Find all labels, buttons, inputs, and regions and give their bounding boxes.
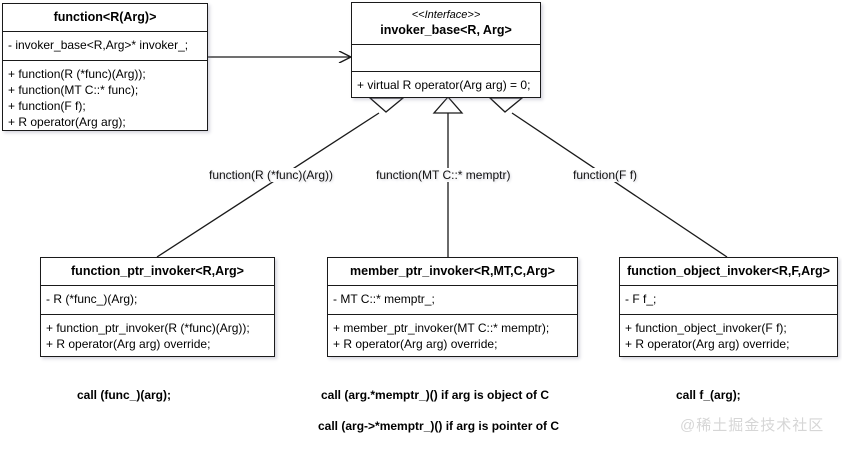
operation-row: + function(F f); xyxy=(8,98,86,113)
class-attributes-function-ptr-invoker: - R (*func_)(Arg); xyxy=(41,286,274,313)
divider xyxy=(328,313,577,315)
operation-row: + function(R (*func)(Arg)); xyxy=(8,66,146,81)
class-box-function-ptr-invoker[interactable]: function_ptr_invoker<R,Arg> - R (*func_)… xyxy=(40,257,275,357)
call-note-function-object: call f_(arg); xyxy=(676,388,741,402)
class-operations-function: + function(R (*func)(Arg)); + function(M… xyxy=(3,61,207,137)
edge-label-member-ptr: function(MT C::* memptr) xyxy=(374,168,513,182)
class-operations-member-ptr-invoker: + member_ptr_invoker(MT C::* memptr); + … xyxy=(328,315,577,358)
class-title-member-ptr-invoker: member_ptr_invoker<R,MT,C,Arg> xyxy=(350,264,555,278)
class-box-invoker-base[interactable]: <<Interface>> invoker_base<R, Arg> + vir… xyxy=(351,2,541,98)
class-box-function[interactable]: function<R(Arg)> - invoker_base<R,Arg>* … xyxy=(2,3,208,131)
divider xyxy=(620,285,837,287)
edge-label-function-ptr: function(R (*func)(Arg)) xyxy=(207,168,336,182)
generalization-triangle-member-ptr xyxy=(432,96,464,114)
operation-row: + R operator(Arg arg) override; xyxy=(333,336,498,351)
operation-row: + virtual R operator(Arg arg) = 0; xyxy=(357,78,531,93)
attribute-row: - MT C::* memptr_; xyxy=(333,292,435,307)
stereotype-label: <<Interface>> xyxy=(411,9,481,21)
class-title-invoker-base: <<Interface>> invoker_base<R, Arg> xyxy=(352,3,540,44)
class-attributes-invoker-base xyxy=(352,45,540,71)
operation-row: + function_ptr_invoker(R (*func)(Arg)); xyxy=(46,320,250,335)
divider xyxy=(3,31,207,33)
generalization-line-function-object xyxy=(511,112,728,258)
operation-row: + function_object_invoker(F f); xyxy=(625,320,787,335)
class-title-function: function<R(Arg)> xyxy=(53,10,157,24)
generalization-triangle-function-object xyxy=(488,97,524,113)
operation-row: + R operator(Arg arg); xyxy=(8,115,126,130)
class-attributes-member-ptr-invoker: - MT C::* memptr_; xyxy=(328,286,577,313)
class-box-function-object-invoker[interactable]: function_object_invoker<R,F,Arg> - F f_;… xyxy=(619,257,838,357)
class-box-member-ptr-invoker[interactable]: member_ptr_invoker<R,MT,C,Arg> - MT C::*… xyxy=(327,257,578,357)
operation-row: + function(MT C::* func); xyxy=(8,82,139,97)
operation-row: + R operator(Arg arg) override; xyxy=(46,336,211,351)
divider xyxy=(3,59,207,61)
divider xyxy=(352,71,540,73)
call-note-function-ptr: call (func_)(arg); xyxy=(77,388,172,402)
call-note-member-ptr-pointer: call (arg->*memptr_)() if arg is pointer… xyxy=(318,419,560,433)
operation-row: + R operator(Arg arg) override; xyxy=(625,336,790,351)
class-attributes-function-object-invoker: - F f_; xyxy=(620,286,837,313)
interface-name-label: invoker_base<R, Arg> xyxy=(380,22,512,37)
divider xyxy=(41,285,274,287)
watermark-label: @稀土掘金技术社区 xyxy=(680,417,825,434)
attribute-row: - R (*func_)(Arg); xyxy=(46,292,138,307)
divider xyxy=(41,313,274,315)
edge-label-function-object: function(F f) xyxy=(571,168,640,182)
attribute-row: - F f_; xyxy=(625,292,657,307)
class-title-function-ptr-invoker: function_ptr_invoker<R,Arg> xyxy=(71,264,244,278)
attribute-row: - invoker_base<R,Arg>* invoker_; xyxy=(8,38,189,53)
class-attributes-function: - invoker_base<R,Arg>* invoker_; xyxy=(3,32,207,59)
operation-row: + member_ptr_invoker(MT C::* memptr); xyxy=(333,320,550,335)
class-title-function-object-invoker: function_object_invoker<R,F,Arg> xyxy=(627,264,830,278)
generalization-triangle-function-ptr xyxy=(368,97,405,113)
divider xyxy=(620,313,837,315)
class-operations-function-object-invoker: + function_object_invoker(F f); + R oper… xyxy=(620,315,837,358)
divider xyxy=(328,285,577,287)
divider xyxy=(352,44,540,46)
class-operations-invoker-base: + virtual R operator(Arg arg) = 0; xyxy=(352,72,540,99)
call-note-member-ptr-object: call (arg.*memptr_)() if arg is object o… xyxy=(321,388,550,402)
class-operations-function-ptr-invoker: + function_ptr_invoker(R (*func)(Arg)); … xyxy=(41,315,274,358)
